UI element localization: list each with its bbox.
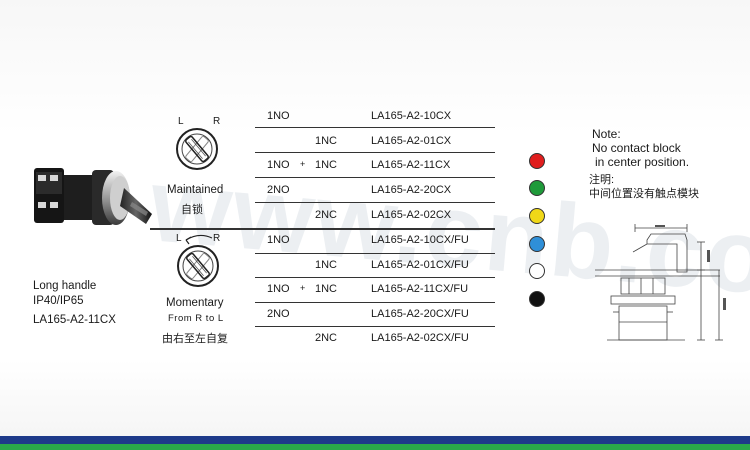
momentary-title-cn: 由右至左自复 [162, 333, 228, 345]
product-description-1: Long handle [33, 280, 97, 292]
row-model: LA165-A2-11CX [371, 159, 451, 171]
dimension-drawing [595, 224, 726, 341]
color-dot-black [529, 291, 545, 307]
color-dot-white [529, 263, 545, 279]
row-divider [255, 177, 495, 178]
maintained-selector-icon [176, 128, 218, 170]
row-no-contact: 1NO [267, 234, 290, 246]
row-nc-contact: 1NC [315, 135, 338, 147]
table-row: 1NC LA165-A2-01CX [255, 133, 495, 153]
table-row: 2NO LA165-A2-20CX/FU [255, 306, 495, 326]
row-plus: + [300, 159, 306, 169]
color-dot-yellow [529, 208, 545, 224]
note-title-cn: 注明: [589, 174, 615, 186]
row-model: LA165-A2-10CX/FU [371, 234, 469, 246]
product-model: LA165-A2-11CX [33, 314, 116, 326]
row-divider [255, 326, 495, 327]
row-model: LA165-A2-01CX/FU [371, 259, 469, 271]
footer-stripe-green [0, 444, 750, 450]
maintained-label-r: R [213, 116, 221, 127]
row-no-contact: 1NO [267, 159, 290, 171]
row-model: LA165-A2-20CX/FU [371, 308, 469, 320]
row-model: LA165-A2-02CX/FU [371, 332, 469, 344]
row-no-contact: 2NO [267, 308, 290, 320]
row-nc-contact: 1NC [315, 259, 338, 271]
table-row: 1NC LA165-A2-01CX/FU [255, 257, 495, 277]
momentary-selector-icon [177, 234, 219, 287]
row-nc-contact: 1NC [315, 159, 338, 171]
footer-stripe-blue [0, 436, 750, 444]
row-model: LA165-A2-02CX [371, 209, 452, 221]
row-divider [255, 277, 495, 278]
row-no-contact: 1NO [267, 110, 290, 122]
table-row: 2NC LA165-A2-02CX [255, 207, 495, 227]
row-no-contact: 1NO [267, 283, 290, 295]
note-line: No contact block [592, 141, 681, 155]
row-model: LA165-A2-01CX [371, 135, 452, 147]
table-row: 1NO + 1NC LA165-A2-11CX/FU [255, 281, 495, 301]
table-row: 1NO + 1NC LA165-A2-11CX [255, 157, 495, 177]
row-nc-contact: 2NC [315, 209, 338, 221]
row-divider [255, 302, 495, 303]
momentary-subtitle: From R to L [168, 313, 224, 324]
group-divider [150, 228, 495, 230]
maintained-title: Maintained [167, 184, 224, 196]
momentary-title: Momentary [166, 297, 224, 309]
momentary-label-r: R [213, 233, 221, 244]
table-row: 1NO LA165-A2-10CX/FU [255, 232, 495, 252]
row-model: LA165-A2-20CX [371, 184, 452, 196]
switch-photo [34, 168, 152, 225]
note-line: in center position. [595, 155, 690, 169]
maintained-title-cn: 自锁 [181, 204, 203, 216]
row-divider [255, 152, 495, 153]
row-no-contact: 2NO [267, 184, 290, 196]
product-description-2: IP40/IP65 [33, 295, 84, 307]
note-title: Note: [592, 127, 621, 141]
table-row: 2NO LA165-A2-20CX [255, 182, 495, 202]
color-dot-red [529, 153, 545, 169]
table-row: 1NO LA165-A2-10CX [255, 108, 495, 128]
row-divider [255, 202, 495, 203]
table-row: 2NC LA165-A2-02CX/FU [255, 330, 495, 350]
color-dot-blue [529, 236, 545, 252]
row-divider [255, 127, 495, 128]
row-nc-contact: 1NC [315, 283, 338, 295]
momentary-label-l: L [176, 233, 182, 244]
color-dot-green [529, 180, 545, 196]
row-model: LA165-A2-11CX/FU [371, 283, 469, 295]
note-line-cn: 中间位置没有触点模块 [589, 188, 699, 200]
row-model: LA165-A2-10CX [371, 110, 452, 122]
row-divider [255, 253, 495, 254]
row-nc-contact: 2NC [315, 332, 338, 344]
row-plus: + [300, 283, 306, 293]
maintained-label-l: L [178, 116, 184, 127]
